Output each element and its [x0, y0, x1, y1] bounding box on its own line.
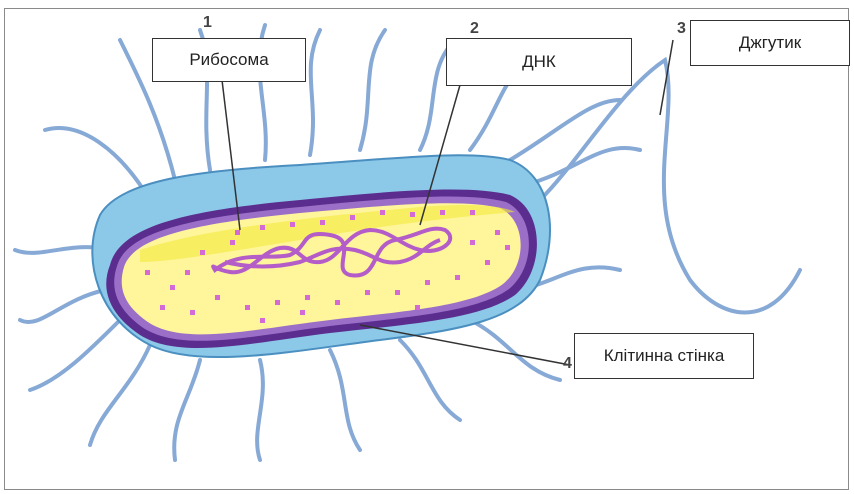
flagellum-long [540, 60, 800, 313]
flagellum [310, 30, 320, 155]
flagellum [400, 340, 460, 420]
flagellum [470, 320, 560, 380]
flagellum [20, 290, 105, 322]
flagellum [30, 320, 120, 390]
flagellum [330, 350, 360, 450]
flagellum [90, 345, 150, 445]
label-number-2: 2 [470, 20, 479, 38]
label-number-3: 3 [677, 20, 686, 38]
label-number-4: 4 [563, 355, 572, 373]
flagellum-label: Джгутик [690, 20, 850, 66]
flagellum [174, 360, 200, 460]
ribosome-label: Рибосома [152, 38, 306, 82]
flagellum [525, 148, 640, 185]
flagellum [360, 30, 385, 150]
dna-label: ДНК [446, 38, 632, 86]
flagellum [257, 360, 263, 460]
cell-wall-label: Клітинна стінка [574, 333, 754, 379]
label-number-1: 1 [203, 14, 212, 32]
